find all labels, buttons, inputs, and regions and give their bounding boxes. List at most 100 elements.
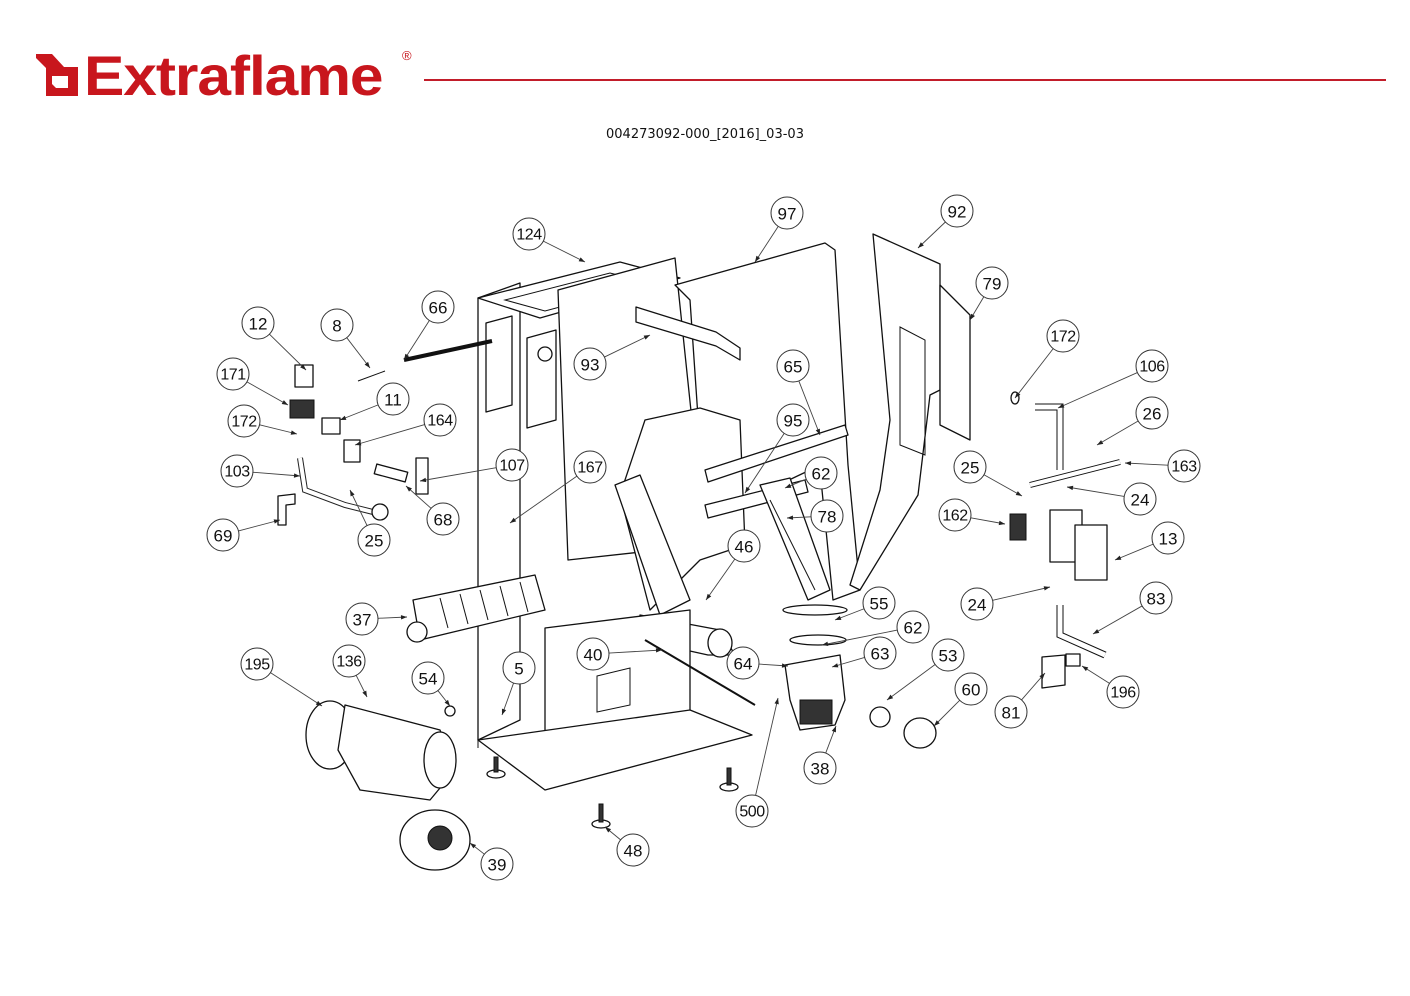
part-callout-46: 46 [705,529,761,601]
callout-number: 167 [577,460,603,477]
callout-number: 196 [1110,685,1136,702]
callout-leader-line [419,467,497,482]
callout-circle [573,347,607,381]
part-callout-172: 172 [1014,319,1080,399]
callout-circle [426,502,460,536]
part-callout-38: 38 [803,725,837,785]
rear-cover-plate [939,284,971,441]
callout-arrowhead [1058,403,1065,408]
callout-leader-line [403,320,430,361]
callout-leader-line [933,699,961,727]
part-callout-39: 39 [469,842,514,881]
part-callout-92: 92 [917,194,974,249]
callout-circle [1139,581,1173,615]
pressure-sensor [321,417,341,435]
callout-arrowhead [832,663,839,668]
part-callout-78: 78 [786,499,844,533]
callout-leader-line [755,697,779,796]
callout-arrowhead [444,699,450,706]
callout-arrowhead [1043,586,1050,591]
callout-leader-line [1066,486,1125,497]
gear-motor-body [799,699,833,725]
callout-number: 25 [961,459,980,478]
part-callout-25: 25 [349,489,391,557]
callout-number: 38 [811,760,830,779]
part-callout-167: 167 [509,450,607,524]
callout-leader-line [1057,372,1138,409]
callout-arrowhead [290,430,297,435]
callout-arrowhead [706,593,712,600]
part-callout-11: 11 [339,382,410,421]
plate-107 [415,457,429,495]
callout-arrowhead [815,428,820,435]
callout-circle [1123,482,1157,516]
callout-leader-line [992,586,1051,601]
callout-circle [576,637,610,671]
bracket-81 [1041,654,1066,689]
part-callout-24: 24 [960,586,1051,621]
callout-circle [616,833,650,867]
callout-arrowhead [755,255,761,262]
part-callout-103: 103 [220,454,301,488]
part-callout-63: 63 [831,636,897,670]
callout-circle [357,523,391,557]
callout-arrowhead [355,441,362,446]
callout-arrowhead [420,477,427,483]
sleeve-196 [1065,653,1081,667]
part-callout-60: 60 [933,672,988,727]
callout-arrowhead [364,361,370,368]
callout-number: 92 [948,203,967,222]
callout-circle [345,602,379,636]
callout-circle [423,403,457,437]
callout-number: 8 [332,317,341,336]
callout-leader-line [354,424,425,446]
pipe-103 [297,457,386,518]
part-callout-171: 171 [216,357,289,406]
part-callout-25: 25 [953,450,1023,497]
callout-arrowhead [787,515,794,520]
callout-leader-line [259,424,298,435]
callout-circle [1135,396,1169,430]
callout-leader-line [754,226,779,263]
part-callout-162: 162 [938,498,1006,532]
callout-number: 48 [624,842,643,861]
part-callout-500: 500 [735,697,779,828]
callout-leader-line [252,471,301,477]
sensor-probe [357,370,386,382]
callout-number: 60 [962,681,981,700]
callout-leader-line [269,333,307,371]
callout-circle [940,194,974,228]
callout-number: 12 [249,315,268,334]
callout-number: 68 [434,511,453,530]
callout-number: 24 [1131,491,1150,510]
callout-arrowhead [887,694,894,700]
rod-66 [403,339,493,362]
callout-number: 171 [220,367,246,384]
callout-number: 164 [427,413,453,430]
callout-leader-line [509,475,578,524]
safety-valve [343,439,361,463]
part-callout-8: 8 [320,308,371,369]
callout-leader-line [346,337,371,369]
callout-arrowhead [822,641,829,646]
callout-circle [411,661,445,695]
callout-circle [1106,675,1140,709]
callout-number: 107 [499,458,525,475]
callout-number: 5 [514,660,523,679]
part-callout-172: 172 [227,404,298,438]
front-panel-window [899,326,926,456]
callout-circle [227,404,261,438]
part-callout-48: 48 [604,826,650,867]
callout-arrowhead [510,517,517,523]
callout-arrowhead [404,353,410,360]
base-inspection-hatch [596,667,631,713]
pellet-chute [614,474,691,616]
callout-number: 172 [231,414,257,431]
callout-number: 54 [419,670,438,689]
pipe-106 [1035,403,1064,470]
callout-circle [863,636,897,670]
callout-number: 64 [734,655,753,674]
callout-arrowhead [774,698,779,705]
callout-number: 65 [784,358,803,377]
part-callout-54: 54 [411,661,451,707]
